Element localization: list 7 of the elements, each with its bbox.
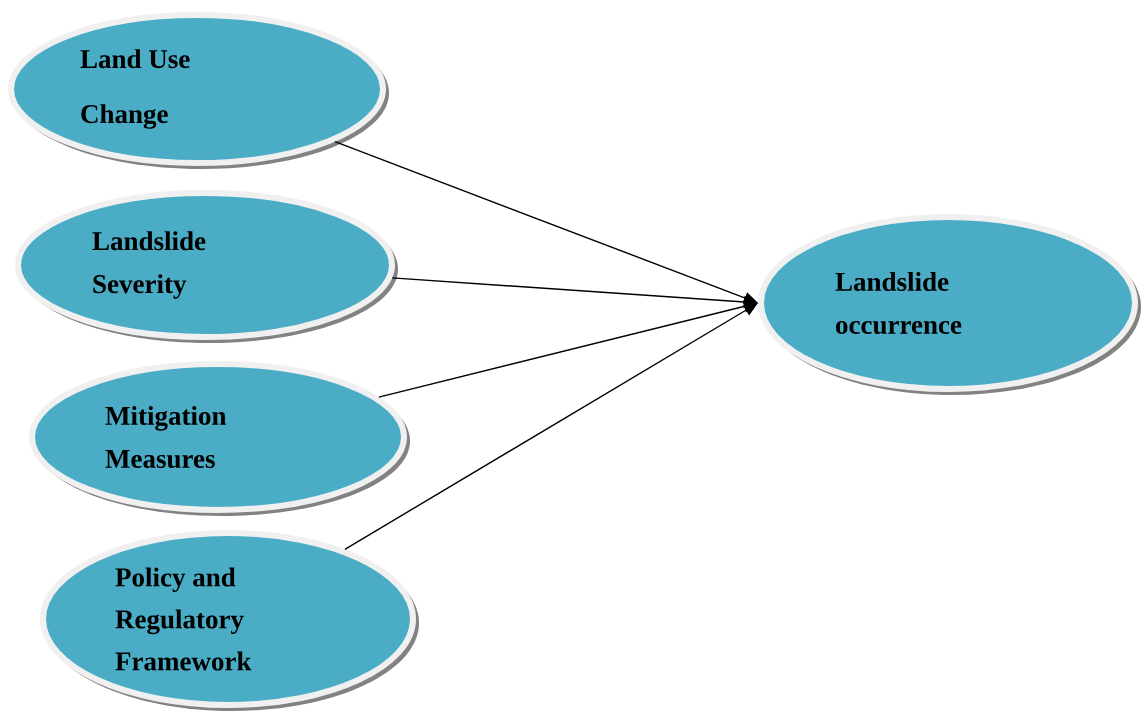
ellipse-node: Land Use Change [8, 12, 389, 169]
arrow [334, 140, 758, 304]
arrow [344, 303, 758, 550]
ellipse-node: Policy and Regulatory Framework [40, 530, 419, 711]
ellipse-node: Landslide occurrence [758, 214, 1141, 395]
ellipse-node: Mitigation Measures [29, 361, 410, 516]
ellipse-node: Landslide Severity [15, 190, 398, 343]
